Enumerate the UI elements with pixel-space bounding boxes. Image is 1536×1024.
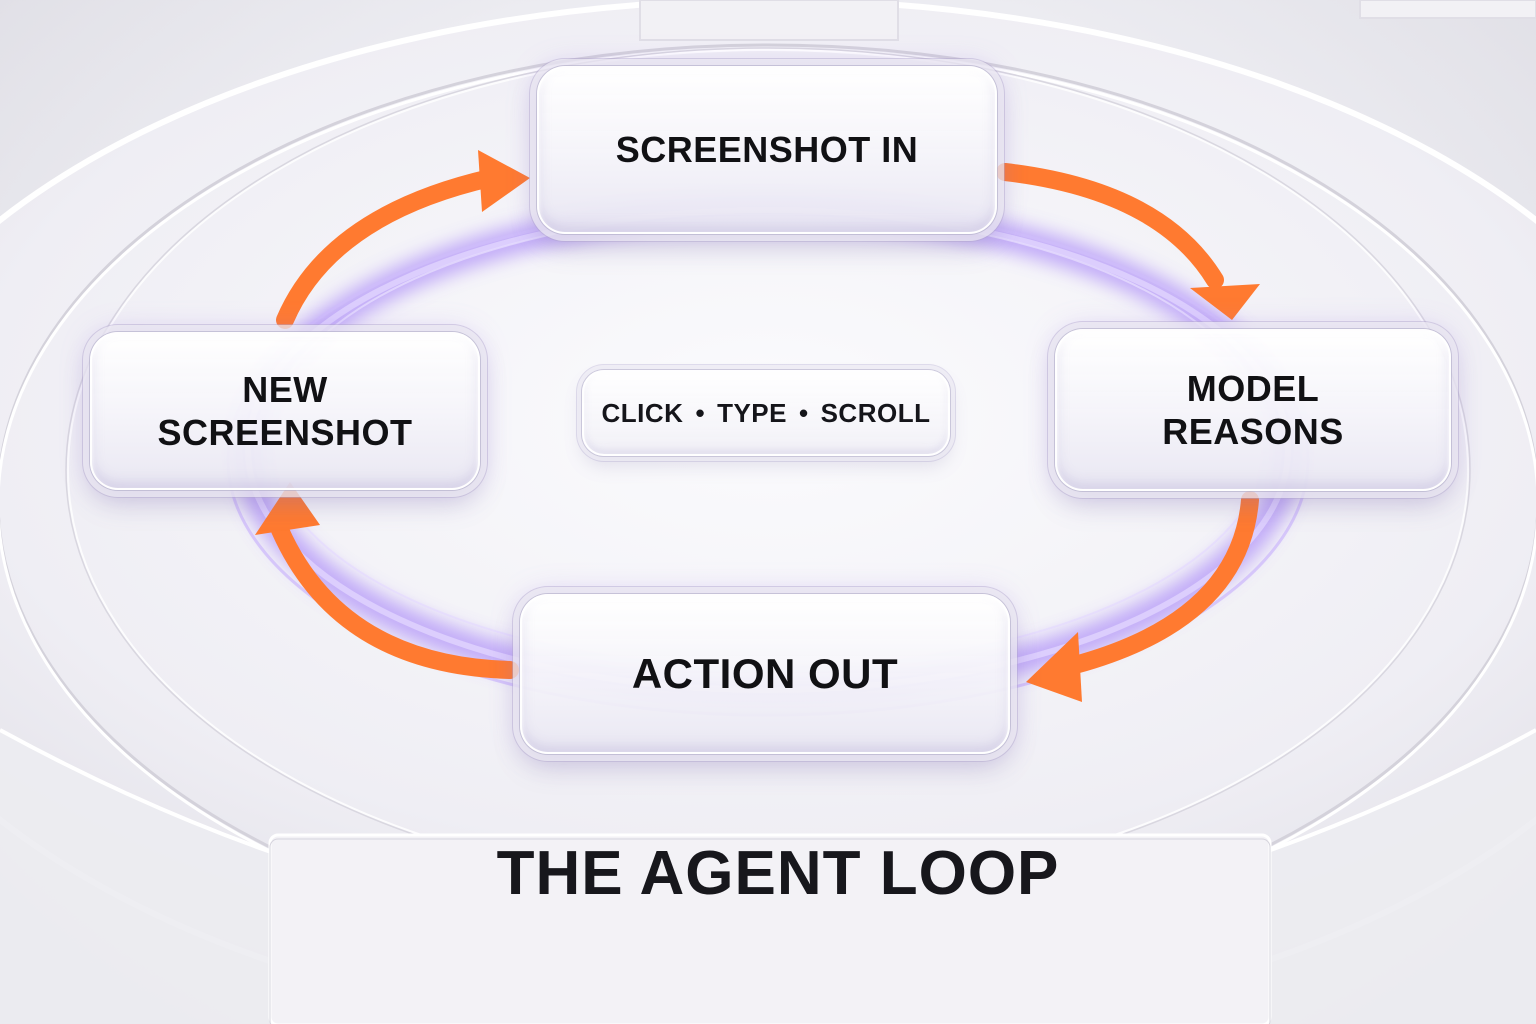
arrow-new-to-screenshot-in — [276, 169, 499, 329]
node-action-out: ACTION OUT — [520, 594, 1010, 754]
arrow-action-to-new — [271, 521, 519, 679]
new-screenshot-label-line1: NEW — [242, 368, 328, 410]
arrowhead-action-out — [1026, 632, 1082, 702]
node-screenshot-in: SCREENSHOT IN — [537, 66, 997, 234]
loop-arrows — [271, 163, 1259, 679]
arrowhead-new-screenshot — [255, 482, 320, 535]
arrowhead-screenshot-in — [478, 150, 530, 212]
action-type: TYPE — [717, 397, 787, 428]
center-action-pill: CLICK • TYPE • SCROLL — [582, 370, 950, 456]
screenshot-in-label: SCREENSHOT IN — [615, 129, 919, 171]
model-reasons-label-line2: REASONS — [1162, 411, 1344, 452]
separator-dot-1: • — [695, 397, 706, 428]
arrowhead-model-reasons — [1190, 284, 1260, 320]
separator-dot-2: • — [798, 397, 809, 428]
arrow-screenshot-in-to-model — [996, 163, 1224, 289]
arrow-model-to-action — [1066, 491, 1259, 674]
action-click: CLICK — [601, 397, 684, 428]
node-new-screenshot: NEW SCREENSHOT — [90, 332, 480, 490]
new-screenshot-label-line2: SCREENSHOT — [157, 412, 413, 453]
action-out-label: ACTION OUT — [631, 649, 899, 697]
diagram-title: THE AGENT LOOP — [496, 839, 1060, 908]
model-reasons-label-line1: MODEL — [1186, 367, 1320, 409]
action-scroll: SCROLL — [820, 397, 931, 428]
arrow-heads — [255, 150, 1260, 702]
node-model-reasons: MODEL REASONS — [1055, 329, 1451, 491]
